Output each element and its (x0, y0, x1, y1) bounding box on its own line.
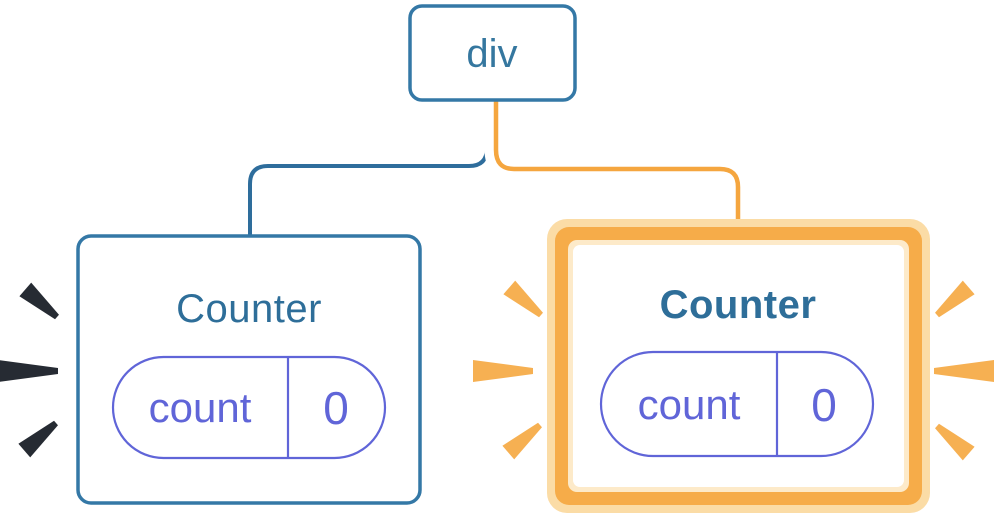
right-state-key: count (638, 381, 741, 428)
root-node-box (408, 4, 577, 102)
edge-root-to-left-counter (248, 100, 489, 240)
spark-icon (0, 360, 58, 382)
right-state-value: 0 (811, 379, 837, 431)
spark-icon (473, 360, 533, 382)
spark-icon (935, 280, 975, 318)
spark-icon (934, 360, 994, 382)
root-node-label: div (466, 32, 517, 76)
left-state-pill (111, 355, 387, 460)
spark-icon (503, 280, 543, 318)
edge-root-to-right-counter (493, 100, 741, 230)
right-counter-sparks-left (473, 280, 543, 460)
left-state-key: count (149, 384, 252, 431)
left-counter-card (76, 234, 422, 505)
left-counter-sparks (0, 282, 59, 458)
spark-icon (18, 420, 58, 458)
right-counter-fill (573, 245, 904, 487)
spark-icon (502, 422, 542, 460)
left-state-value: 0 (323, 382, 349, 434)
right-state-pill (599, 350, 875, 458)
right-counter-title: Counter (660, 283, 817, 327)
spark-icon (935, 423, 975, 461)
edge-root-to-right-counter-casing (484, 100, 750, 230)
right-counter-card (547, 219, 930, 513)
spark-icon (19, 282, 59, 320)
right-counter-sparks-right (934, 280, 994, 461)
left-counter-title: Counter (176, 287, 322, 331)
